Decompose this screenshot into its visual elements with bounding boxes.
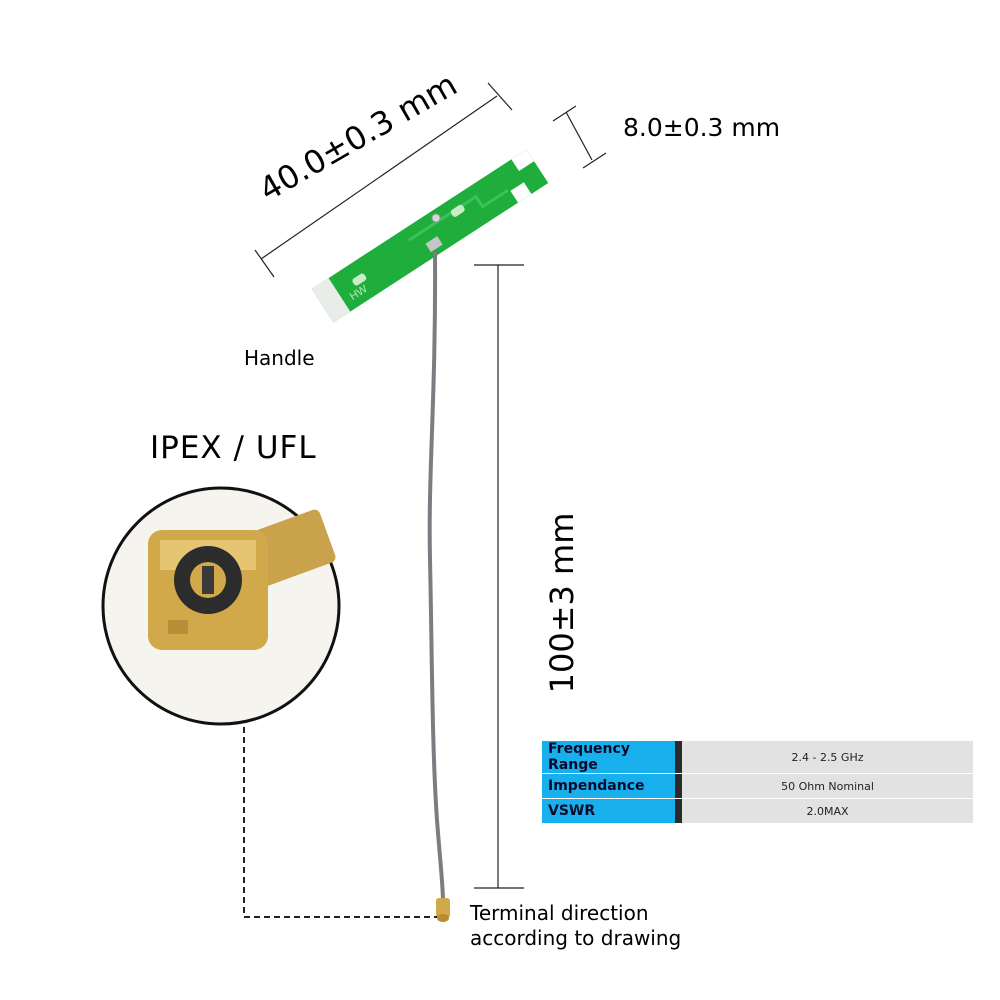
coax-cable <box>427 251 445 903</box>
spec-name: Impendance <box>542 774 675 799</box>
spec-table: Frequency Range 2.4 - 2.5 GHz Impendance… <box>542 741 973 824</box>
spec-row: VSWR 2.0MAX <box>542 799 973 824</box>
terminal-connector <box>436 898 450 922</box>
handle-label: Handle <box>244 346 315 370</box>
length-dimension-line <box>254 82 513 278</box>
connector-closeup <box>101 486 341 726</box>
cable-dimension-line <box>474 264 524 889</box>
spec-divider <box>675 799 682 824</box>
spec-divider <box>675 741 682 774</box>
pcb-antenna: HW <box>311 149 549 323</box>
spec-row: Impendance 50 Ohm Nominal <box>542 774 973 799</box>
width-dimension-label: 8.0±0.3 mm <box>623 113 781 142</box>
spec-name: VSWR <box>542 799 675 824</box>
terminal-note-line2: according to drawing <box>470 926 682 950</box>
terminal-note: Terminal direction according to drawing <box>470 901 681 951</box>
spec-value: 2.4 - 2.5 GHz <box>682 741 973 774</box>
spec-row: Frequency Range 2.4 - 2.5 GHz <box>542 741 973 774</box>
handle-strip <box>311 278 351 323</box>
connector-title: IPEX / UFL <box>150 430 317 466</box>
terminal-note-line1: Terminal direction <box>470 901 649 925</box>
width-dimension-line <box>552 105 607 169</box>
spec-divider <box>675 774 682 799</box>
cable-length-label: 100±3 mm <box>543 512 581 694</box>
leader-dashed-line <box>243 727 437 918</box>
spec-value: 50 Ohm Nominal <box>682 774 973 799</box>
spec-name: Frequency Range <box>542 741 675 774</box>
spec-value: 2.0MAX <box>682 799 973 824</box>
